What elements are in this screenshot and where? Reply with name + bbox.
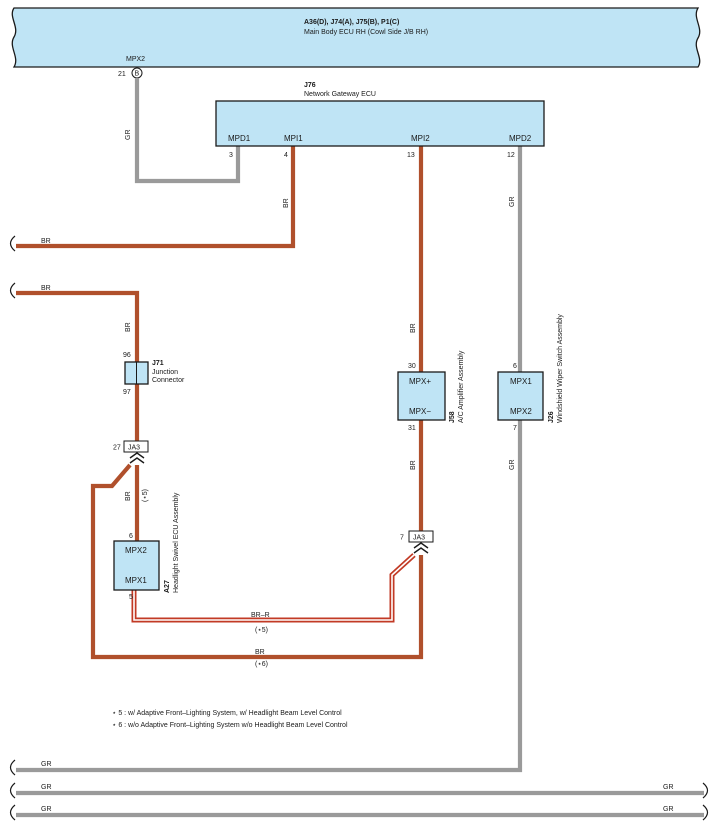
- label-br-mpi2: BR: [410, 323, 417, 333]
- main-body-ecu-name: Main Body ECU RH (Cowl Side J/B RH): [304, 29, 428, 36]
- break-left-246: [9, 235, 16, 252]
- gateway-pin-name-mpd1: MPD1: [228, 134, 251, 143]
- j58-box: [397, 371, 446, 421]
- label-gr-bus-1-left: GR: [41, 784, 52, 791]
- break-left-793: [9, 782, 16, 799]
- j71-name-1: Junction: [152, 369, 178, 376]
- ja3-right-label: JA3: [413, 535, 425, 542]
- network-gateway-ecu: J76 Network Gateway ECU MPD1 MPI1 MPI2 M…: [215, 82, 545, 159]
- label-gr-mpd2: GR: [509, 197, 516, 208]
- break-left-815: [9, 804, 16, 821]
- junction-connector-j71: 96 97 J71 Junction Connector: [123, 352, 185, 396]
- wire-gr-j26-bus: [16, 420, 523, 773]
- label-br-j58: BR: [410, 460, 417, 470]
- j58-pin-top: 30: [408, 363, 416, 370]
- headlight-swivel-ecu: MPX2 MPX1 6 5 A27 Headlight Swivel ECU A…: [113, 492, 180, 601]
- main-body-ecu: A36(D), J74(A), J75(B), P1(C) Main Body …: [11, 7, 701, 79]
- ja3-right-chevrons: [413, 542, 429, 554]
- ja3-right-pin: 7: [400, 535, 404, 542]
- a27-pin-top: 6: [129, 533, 133, 540]
- label-br-a27: BR: [125, 491, 132, 501]
- wire-br-left-j71: [16, 290, 140, 362]
- label-gr-bus-2-right: GR: [663, 806, 674, 813]
- j71-pin-top: 96: [123, 352, 131, 359]
- main-body-ecu-pin-num: 21: [118, 71, 126, 78]
- wire-brr-5-stripe: [133, 554, 415, 621]
- wire-labels: GR BR BR BR BR BR (⋆5) BR BR GR GR BR–R …: [41, 130, 674, 814]
- label-brr: BR–R: [251, 612, 270, 619]
- ja3-right-connector: JA3 7: [400, 530, 434, 554]
- gateway-pin-num-12: 12: [507, 152, 515, 159]
- gateway-box: [215, 100, 545, 147]
- gateway-pin-name-mpd2: MPD2: [509, 134, 532, 143]
- a27-pin-bottom: 5: [129, 594, 133, 601]
- a27-code: A27: [164, 580, 171, 593]
- label-gr-mpx2: GR: [125, 130, 132, 141]
- j71-name-2: Connector: [152, 377, 185, 384]
- ja3-left-label: JA3: [128, 445, 140, 452]
- j58-code: J58: [449, 411, 456, 423]
- break-right-793: [702, 782, 709, 799]
- break-left-293: [9, 282, 16, 299]
- gateway-pin-num-3: 3: [229, 152, 233, 159]
- ja3-left-box: [123, 440, 149, 453]
- j26-pin-bottom: 7: [513, 425, 517, 432]
- main-body-ecu-box: [11, 7, 701, 68]
- label-gr-bus-0: GR: [41, 761, 52, 768]
- a27-box: [113, 540, 160, 591]
- wire-gr-mpx2-mpd1: [134, 78, 241, 184]
- footnote-6: ⋆ 6 : w/o Adaptive Front–Lighting System…: [112, 722, 348, 729]
- label-gr-j26: GR: [509, 460, 516, 471]
- label-br-loop: BR: [255, 649, 265, 656]
- gateway-name: Network Gateway ECU: [304, 91, 376, 98]
- j26-pin-top: 6: [513, 363, 517, 370]
- label-br-left-1: BR: [41, 238, 51, 245]
- label-brr-note5: (⋆5): [255, 627, 268, 634]
- ja3-right-box: [408, 530, 434, 543]
- j71-code: J71: [152, 360, 164, 367]
- gateway-pin-num-13: 13: [407, 152, 415, 159]
- label-gr-bus-1-right: GR: [663, 784, 674, 791]
- ja3-left-connector: JA3 27: [113, 440, 149, 464]
- label-br-j71: BR: [125, 322, 132, 332]
- label-gr-bus-2-left: GR: [41, 806, 52, 813]
- wires: [16, 78, 704, 818]
- wire-breaks: [9, 235, 709, 821]
- j26-code: J26: [548, 411, 555, 423]
- j58-name: A/C Amplifier Assembly: [458, 350, 465, 423]
- j58-pin-name-bottom: MPX−: [409, 407, 431, 416]
- gateway-pin-num-4: 4: [284, 152, 288, 159]
- j26-name: Windshield Wiper Switch Assembly: [557, 314, 564, 423]
- connector-b-letter: B: [135, 71, 140, 78]
- gateway-code: J76: [304, 82, 316, 89]
- label-br-a27-note5: (⋆5): [142, 489, 149, 502]
- a27-pin-name-top: MPX2: [125, 546, 147, 555]
- ac-amplifier: MPX+ MPX− 30 31 J58 A/C Amplifier Assemb…: [397, 350, 465, 432]
- main-body-ecu-codes: A36(D), J74(A), J75(B), P1(C): [304, 19, 399, 26]
- j71-pin-bottom: 97: [123, 389, 131, 396]
- label-br-mpi1: BR: [283, 198, 290, 208]
- j26-pin-name-top: MPX1: [510, 377, 532, 386]
- gateway-pin-name-mpi2: MPI2: [411, 134, 430, 143]
- j58-pin-name-top: MPX+: [409, 377, 431, 386]
- label-br-left-2: BR: [41, 285, 51, 292]
- wire-br-mpi1: [16, 146, 296, 249]
- ja3-left-chevrons: [129, 452, 145, 464]
- ja3-left-pin: 27: [113, 445, 121, 452]
- wiper-switch: MPX1 MPX2 6 7 J26 Windshield Wiper Switc…: [497, 314, 564, 432]
- break-left-770: [9, 759, 16, 776]
- break-right-815: [702, 804, 709, 821]
- main-body-ecu-pin-name: MPX2: [126, 56, 145, 63]
- j26-box: [497, 371, 544, 421]
- footnote-5: ⋆ 5 : w/ Adaptive Front–Lighting System,…: [112, 710, 342, 717]
- j26-pin-name-bottom: MPX2: [510, 407, 532, 416]
- a27-name: Headlight Swivel ECU Assembly: [173, 492, 180, 593]
- gateway-pin-name-mpi1: MPI1: [284, 134, 303, 143]
- label-br-loop-note6: (⋆6): [255, 661, 268, 668]
- wire-br-loop-6: [90, 463, 424, 660]
- j58-pin-bottom: 31: [408, 425, 416, 432]
- a27-pin-name-bottom: MPX1: [125, 576, 147, 585]
- footnotes: ⋆ 5 : w/ Adaptive Front–Lighting System,…: [112, 710, 348, 729]
